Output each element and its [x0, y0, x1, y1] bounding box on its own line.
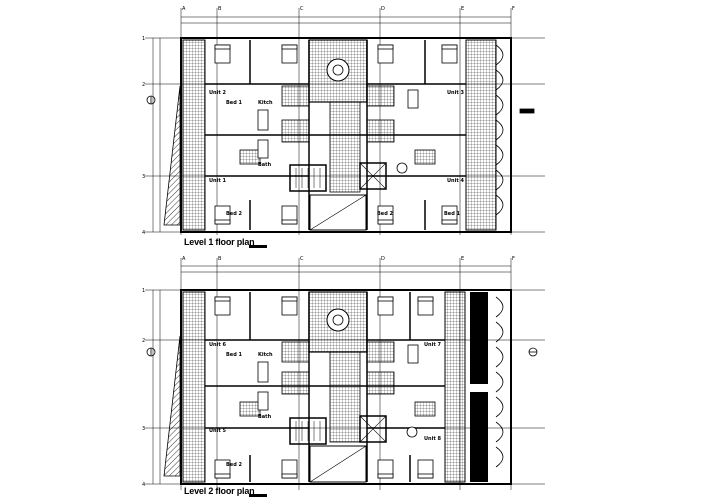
column-axis-label: A	[182, 6, 186, 12]
level1-left-ramp	[163, 85, 181, 226]
level2-void	[309, 445, 367, 483]
level1-stair	[289, 164, 327, 192]
column-axis-label: B	[218, 6, 222, 12]
level1-outer-wall	[180, 37, 512, 233]
level1-title: Level 1 floor plan	[184, 237, 255, 247]
unit-label: Unit 6	[209, 342, 226, 348]
unit-label: Unit 3	[447, 90, 464, 96]
level2-lift	[359, 415, 387, 443]
level2-dining-tables	[257, 344, 419, 438]
unit-label: Unit 4	[447, 178, 464, 184]
unit-label: Unit 7	[424, 342, 441, 348]
row-axis-label: 4	[142, 482, 145, 488]
level2-stair	[289, 417, 327, 445]
row-axis-label: 3	[142, 174, 145, 180]
unit-label: Unit 8	[424, 436, 441, 442]
level2-central-spine	[329, 351, 361, 443]
level2-beds	[214, 296, 434, 479]
row-axis-label: 2	[142, 82, 145, 88]
level1-room-labels: Bed 1 Bed 2 Bath Kitch Bed 2 Bed 1	[226, 100, 461, 217]
level1-right-balconies	[495, 44, 504, 216]
column-axis-label: A	[182, 256, 186, 262]
level1-dimension-lines	[152, 16, 511, 232]
level1-left-corridor	[182, 39, 206, 231]
level1-void	[309, 194, 367, 231]
row-axis-label: 2	[142, 338, 145, 344]
column-axis-label: D	[381, 256, 385, 262]
level1-central-spine	[329, 101, 361, 193]
level1-dining-tables	[257, 89, 419, 174]
unit-label: Unit 1	[209, 178, 226, 184]
row-axis-label: 3	[142, 426, 145, 432]
level2-unit-labels: Unit 6 Unit 5 Unit 7 Unit 8	[209, 342, 441, 442]
level1-courtyard-feature	[326, 58, 350, 82]
level2-dimension-lines	[152, 265, 511, 484]
row-axis-label: 1	[142, 36, 145, 42]
column-axis-label: E	[461, 256, 464, 262]
unit-label: Unit 5	[209, 428, 226, 434]
level2-left-ramp	[163, 335, 181, 477]
level2-wet-areas	[239, 341, 436, 417]
level1-title-scale-bar	[249, 245, 267, 248]
room-label: Bed 1	[444, 211, 461, 217]
room-label: Kitch	[258, 100, 273, 106]
column-axis-label: B	[218, 256, 222, 262]
level2-title-scale-bar	[249, 494, 267, 497]
level2-right-terrace	[444, 291, 466, 483]
room-label: Bed 2	[226, 211, 243, 217]
grid-axis-labels: A B C D E F A B C D E F 1 2 3 4 1 2 3 4	[142, 6, 515, 488]
level2-right-dark-strip-lower	[470, 392, 488, 482]
room-label: Bed 1	[226, 100, 243, 106]
room-label: Bed 2	[377, 211, 394, 217]
row-axis-label: 4	[142, 230, 145, 236]
room-label: Bath	[258, 162, 272, 168]
level2-right-dark-strip	[470, 292, 488, 384]
level2-plan: Unit 6 Unit 5 Unit 7 Unit 8 Bed 1 Bed 2 …	[145, 258, 545, 490]
level2-title: Level 2 floor plan	[184, 486, 255, 496]
level2-right-balconies	[495, 296, 504, 468]
level1-lift	[359, 162, 387, 190]
level2-left-corridor	[182, 291, 206, 483]
level2-room-labels: Bed 1 Bed 2 Bath Kitch	[226, 352, 273, 468]
room-label: Bed 2	[226, 462, 243, 468]
room-label: Bath	[258, 414, 272, 420]
level1-plan: Unit 2 Unit 1 Unit 3 Unit 4 Bed 1 Bed 2 …	[145, 8, 545, 235]
level1-unit-labels: Unit 2 Unit 1 Unit 3 Unit 4	[209, 90, 464, 184]
column-axis-label: E	[461, 6, 464, 12]
unit-label: Unit 2	[209, 90, 226, 96]
row-axis-label: 1	[142, 288, 145, 294]
level2-courtyard-feature	[326, 308, 350, 332]
level1-right-corridor	[465, 39, 497, 231]
level1-markers	[146, 95, 535, 114]
column-axis-label: F	[512, 6, 515, 12]
room-label: Kitch	[258, 352, 273, 358]
column-axis-label: D	[381, 6, 385, 12]
level2-outer-wall	[180, 289, 512, 485]
room-label: Bed 1	[226, 352, 243, 358]
column-axis-label: F	[512, 256, 515, 262]
level1-beds	[214, 44, 458, 225]
column-axis-label: C	[300, 256, 304, 262]
column-axis-label: C	[300, 6, 304, 12]
level2-markers	[146, 347, 538, 357]
